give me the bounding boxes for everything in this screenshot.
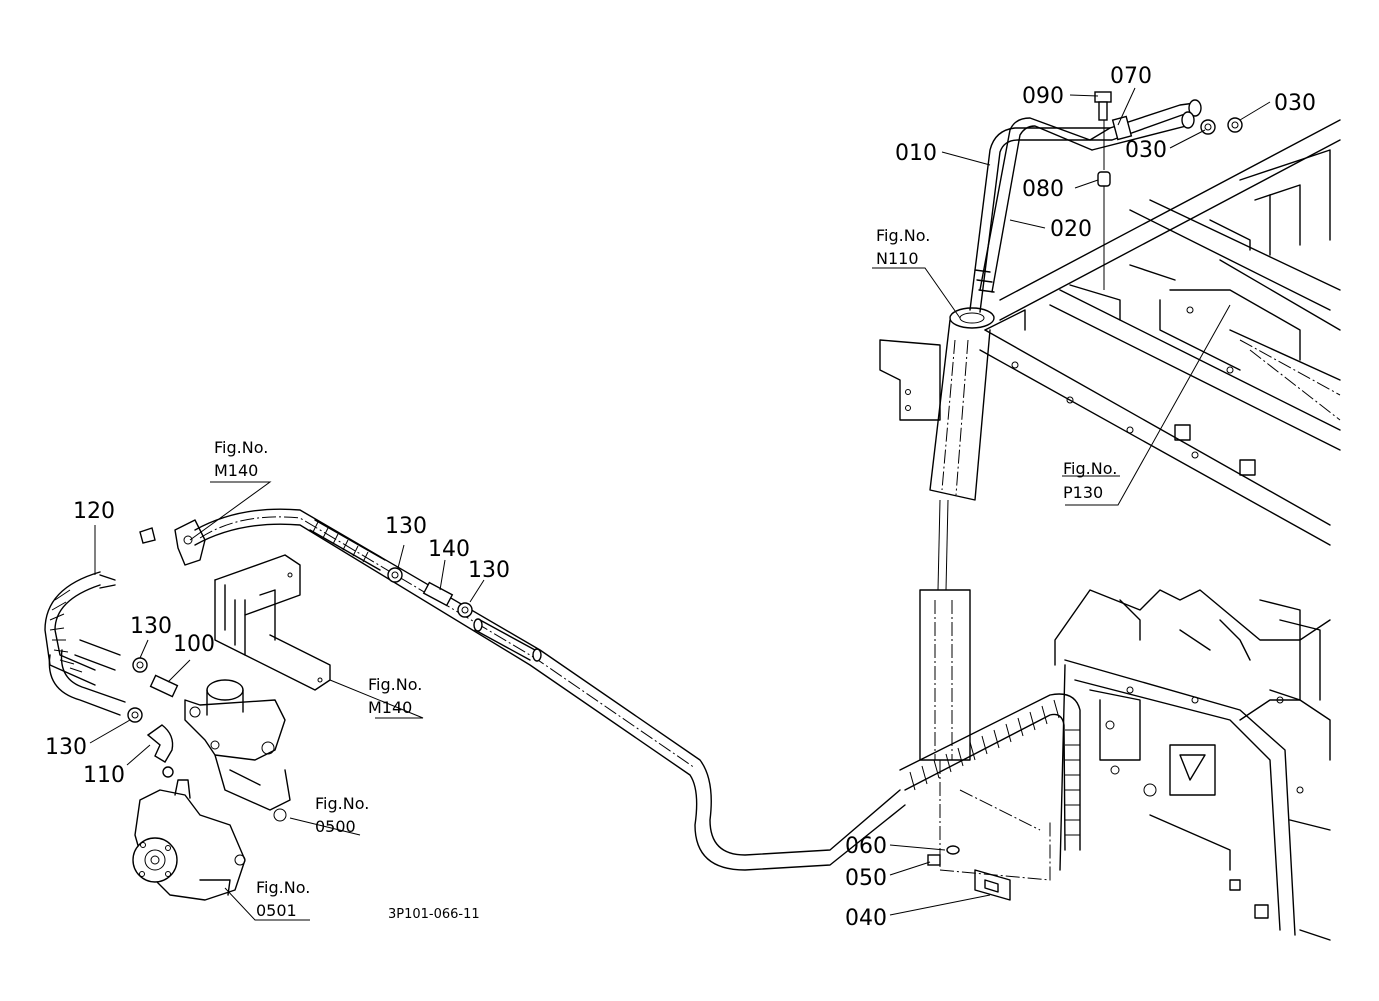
figref-0500-line1: Fig.No.	[315, 794, 369, 813]
figref-m140-bottom: Fig.No. M140	[368, 675, 422, 717]
figref-0501-line2: 0501	[256, 901, 297, 920]
figref-p130: Fig.No. P130	[1063, 459, 1117, 502]
label-100: 100	[173, 632, 215, 657]
label-120: 120	[73, 499, 115, 524]
water-pump	[132, 779, 246, 901]
figref-m140-bottom-line1: Fig.No.	[368, 675, 422, 694]
lower-frame	[939, 589, 1331, 941]
label-040: 040	[845, 906, 887, 931]
clamp-130-left-a	[132, 657, 148, 673]
figref-m140-top: Fig.No. M140	[214, 438, 268, 480]
heater-hoses	[44, 91, 1243, 871]
figref-0500-line2: 0500	[315, 817, 356, 836]
label-110: 110	[83, 763, 125, 788]
label-080: 080	[1022, 177, 1064, 202]
clamp-130-left-b	[127, 707, 143, 723]
leader-lines	[89, 87, 1271, 921]
clamp-130-top-a	[387, 567, 403, 583]
figref-n110-line2: N110	[876, 249, 919, 268]
chassis-frame	[879, 119, 1341, 546]
label-140: 140	[428, 537, 470, 562]
label-130-left-bottom: 130	[45, 735, 87, 760]
figref-m140-bottom-line2: M140	[368, 698, 412, 717]
figref-0501-line1: Fig.No.	[256, 878, 310, 897]
label-130-left-top: 130	[130, 614, 172, 639]
clamp-130-top-b	[457, 602, 473, 618]
figref-0500: Fig.No. 0500	[315, 794, 369, 836]
figref-p130-line1: Fig.No.	[1063, 459, 1117, 478]
label-050: 050	[845, 866, 887, 891]
bracket-m140	[139, 519, 331, 691]
label-030-right: 030	[1274, 91, 1316, 116]
figref-m140-top-line1: Fig.No.	[214, 438, 268, 457]
label-030-mid: 030	[1125, 138, 1167, 163]
label-020: 020	[1050, 217, 1092, 242]
figref-0501: Fig.No. 0501	[256, 878, 310, 920]
label-130-top-b: 130	[468, 558, 510, 583]
label-060: 060	[845, 834, 887, 859]
figref-n110: Fig.No. N110	[876, 226, 930, 268]
clamp-030b	[1227, 117, 1243, 133]
figref-m140-top-line2: M140	[214, 461, 258, 480]
label-090: 090	[1022, 84, 1064, 109]
diagram-code: 3P101-066-11	[388, 907, 480, 922]
thermostat-housing	[184, 679, 291, 822]
clamp-030a	[1200, 119, 1216, 135]
figref-p130-line2: P130	[1063, 483, 1103, 502]
label-130-top-a: 130	[385, 514, 427, 539]
bolt-090	[1094, 91, 1112, 121]
label-070: 070	[1110, 64, 1152, 89]
figref-n110-line1: Fig.No.	[876, 226, 930, 245]
conduit-tubes	[919, 307, 995, 761]
bolt-050	[927, 854, 941, 866]
label-010: 010	[895, 141, 937, 166]
washer-060	[946, 845, 960, 855]
